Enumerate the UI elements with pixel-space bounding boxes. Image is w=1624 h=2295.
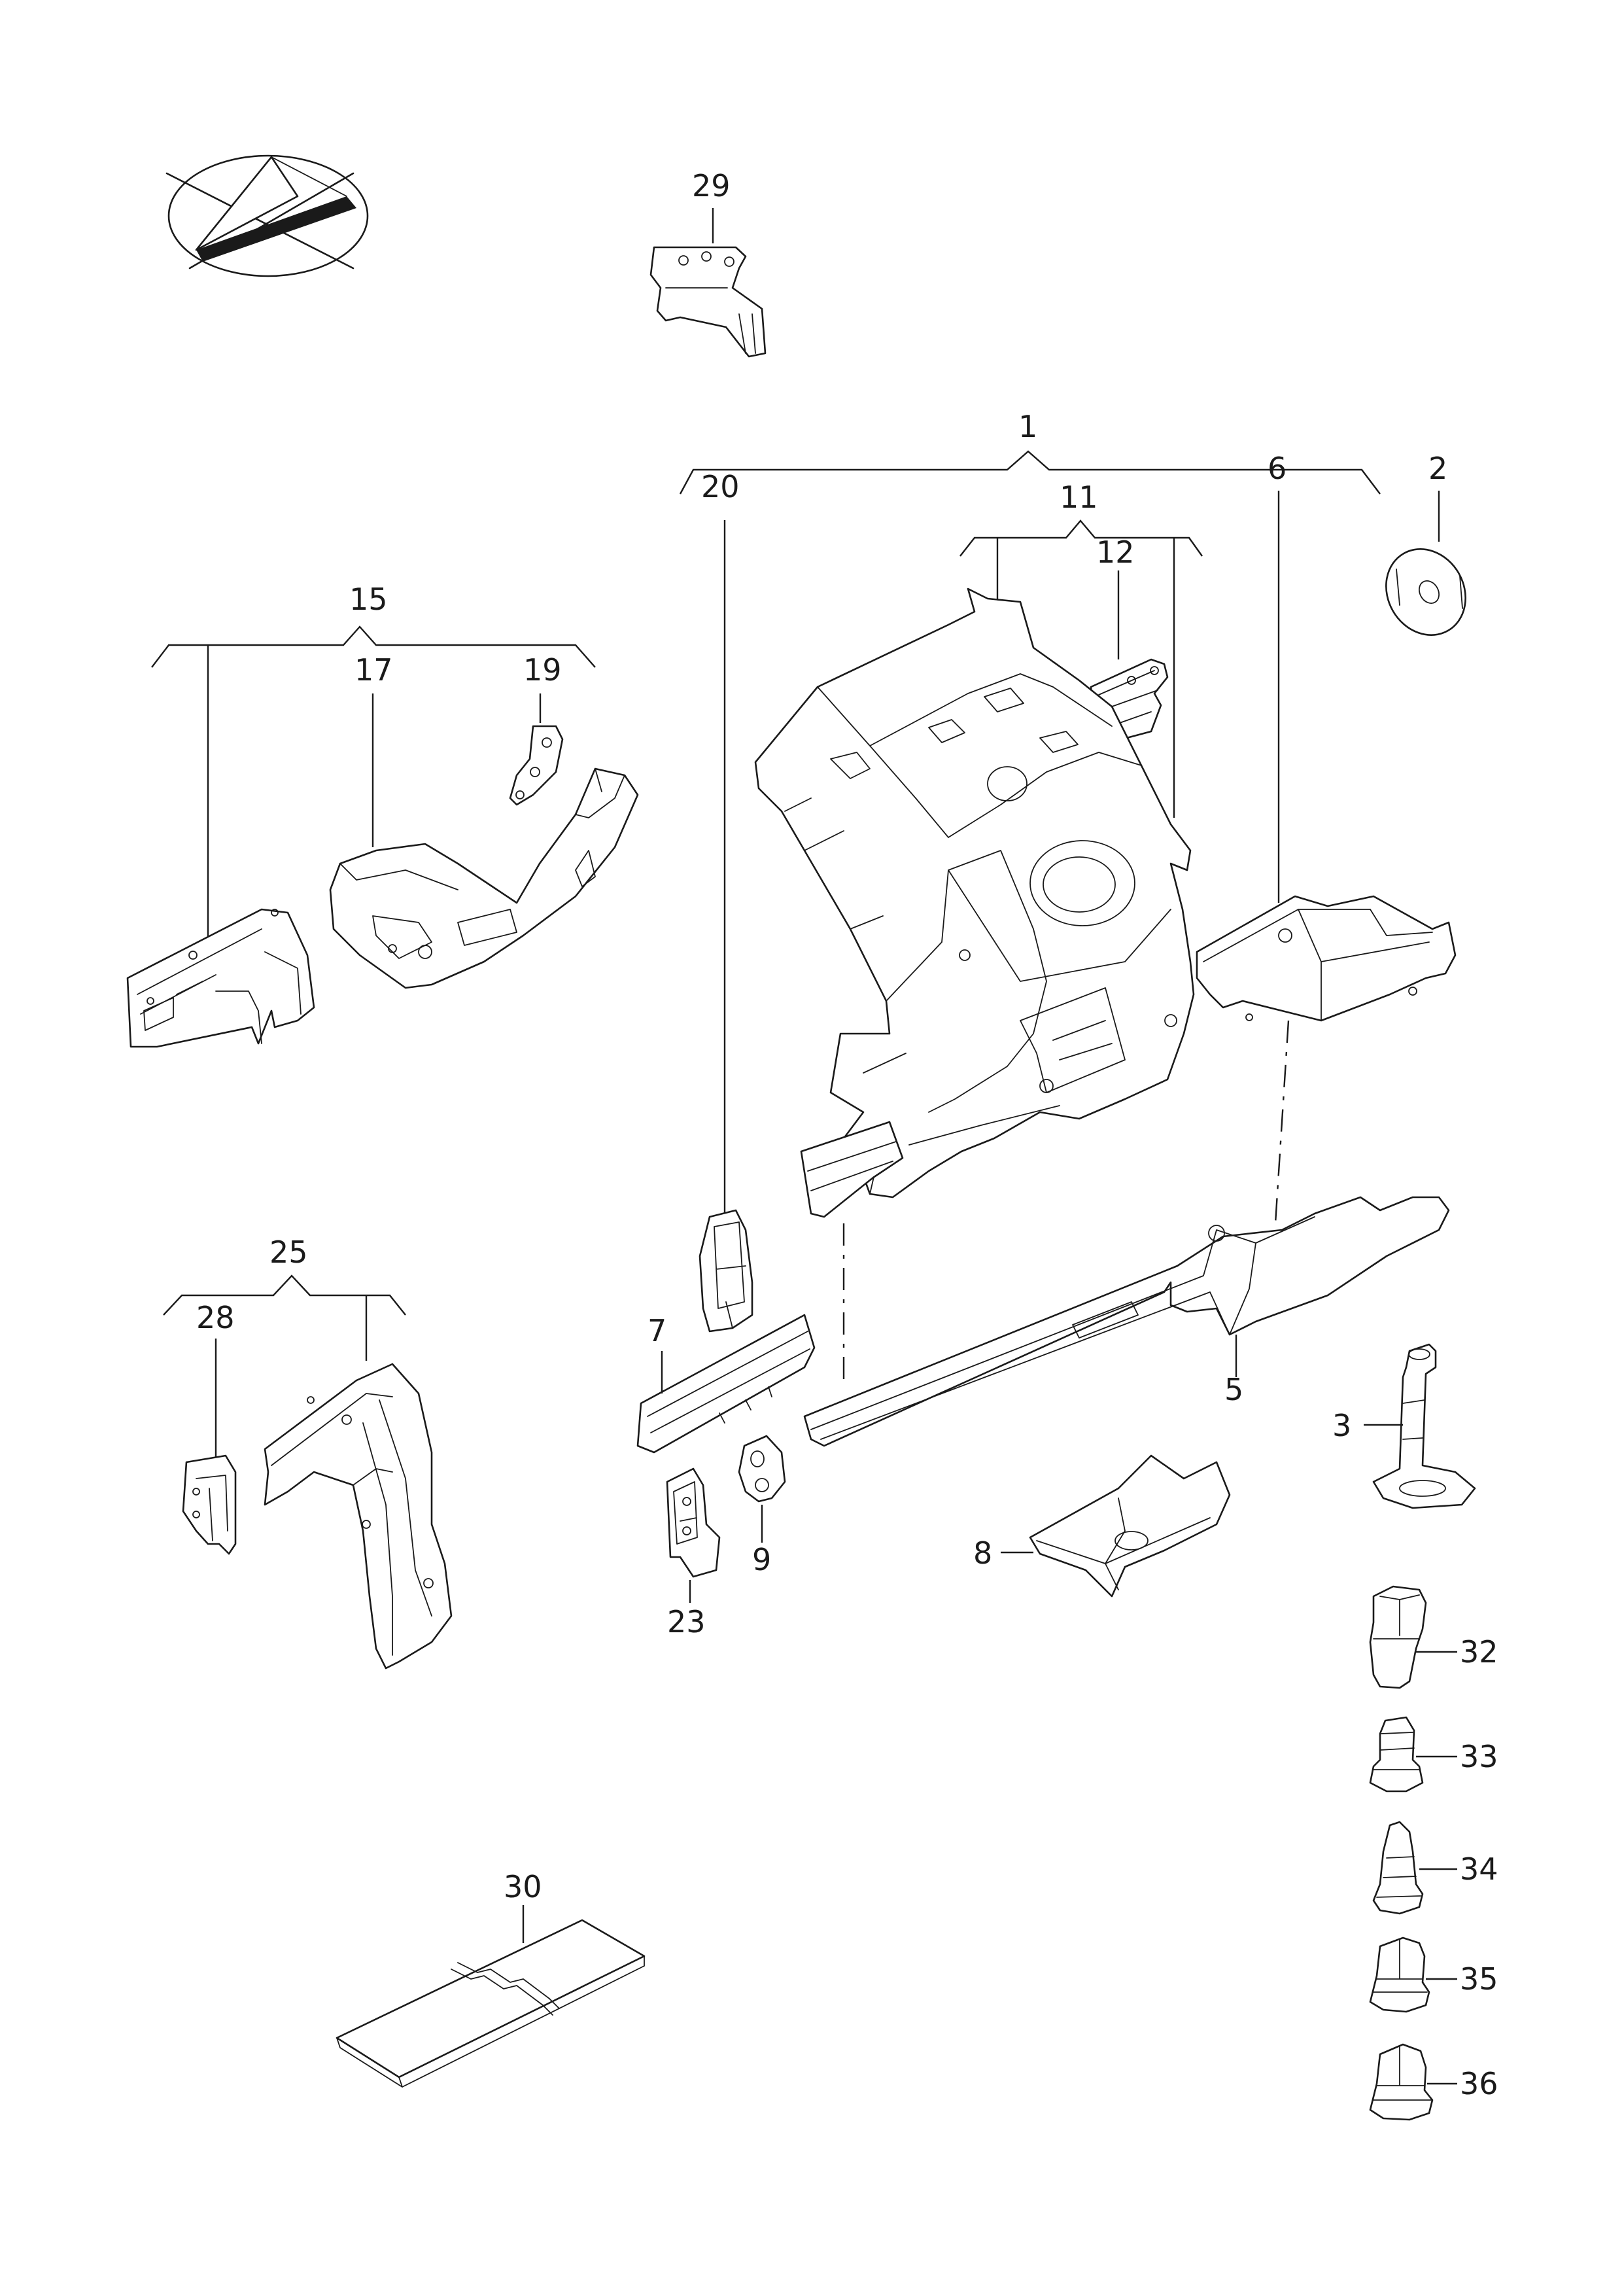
alignment-line (1274, 1020, 1290, 1224)
callout-1: 1 (1018, 409, 1037, 444)
callout-2: 2 (1428, 451, 1447, 486)
part-12-bracket (1090, 658, 1169, 741)
callout-19: 19 (523, 652, 562, 688)
callout-25: 25 (269, 1235, 308, 1270)
part-1-wheelhouse-assembly (754, 587, 1195, 1199)
part-2-washer (1385, 548, 1466, 636)
part-34-clip (1372, 1821, 1424, 1915)
part-23-bracket (666, 1467, 721, 1578)
part-20-reinforcement (699, 1209, 753, 1333)
part-8-reinforcement-plate (1029, 1454, 1231, 1598)
part-28-bracket (182, 1454, 237, 1555)
callout-20: 20 (701, 469, 740, 504)
part-3-stud (1372, 1343, 1476, 1509)
callout-23: 23 (667, 1604, 706, 1639)
part-35-nut (1369, 1936, 1430, 2013)
part-1-sill-extension (800, 1121, 904, 1218)
part-9-bump-stop (738, 1435, 786, 1503)
callout-32: 32 (1460, 1634, 1498, 1670)
part-7-sill-inner (636, 1314, 816, 1454)
callout-6: 6 (1268, 451, 1287, 486)
callout-12: 12 (1096, 534, 1135, 570)
group-1-bracket (679, 450, 1381, 495)
callout-7: 7 (648, 1313, 666, 1348)
callout-29: 29 (692, 168, 731, 203)
callout-17: 17 (354, 652, 393, 688)
callout-28: 28 (196, 1300, 235, 1335)
part-19-bracket (509, 725, 564, 806)
callout-36: 36 (1460, 2066, 1498, 2101)
part-32-nut (1369, 1585, 1427, 1689)
orientation-compass-icon (165, 154, 369, 277)
part-6-longitudinal-member (1196, 895, 1457, 1022)
part-29-bracket (649, 208, 767, 358)
part-25-pillar (264, 1363, 453, 1670)
callout-33: 33 (1460, 1739, 1498, 1774)
callout-35: 35 (1460, 1961, 1498, 1997)
part-17-panel (329, 767, 639, 989)
part-30-tape (336, 1919, 646, 2088)
callout-3: 3 (1332, 1408, 1351, 1443)
part-5-side-sill (803, 1196, 1450, 1447)
callout-8: 8 (973, 1535, 992, 1571)
callout-11: 11 (1060, 480, 1098, 515)
callout-34: 34 (1460, 1851, 1498, 1887)
callout-30: 30 (504, 1869, 542, 1904)
part-33-clip (1369, 1716, 1424, 1793)
callout-15: 15 (349, 582, 388, 617)
callout-9: 9 (752, 1542, 771, 1577)
part-36-nut (1369, 2043, 1434, 2121)
part-15-panel (126, 908, 315, 1048)
callout-5: 5 (1224, 1372, 1243, 1407)
